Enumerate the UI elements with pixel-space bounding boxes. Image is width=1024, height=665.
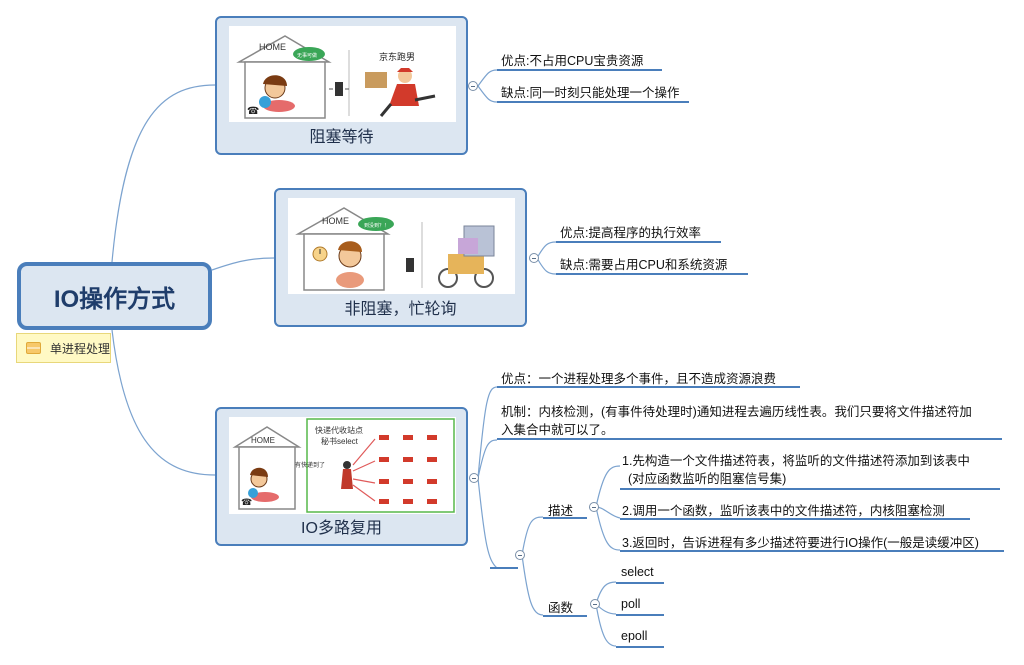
nonblocking-caption: 非阻塞，忙轮询 [276,295,525,319]
svg-text:☎: ☎ [241,497,252,507]
blocking-caption: 阻塞等待 [217,123,466,147]
courier-label: 京东跑男 [379,51,415,62]
describe-step-1-note[interactable]: (对应函数监听的阻塞信号集) [628,468,786,487]
nonblocking-illustration: HOME 到没到？！ [288,198,515,294]
leaf-underline [620,518,970,520]
root-note[interactable]: 单进程处理 [16,333,111,363]
nonblocking-pro[interactable]: 优点:提高程序的执行效率 [560,222,701,241]
home-label-2: HOME [322,216,349,226]
leaf-underline [616,582,664,584]
multiplexing-mechanism-line2[interactable]: 入集合中就可以了。 [501,419,614,438]
topic-io-multiplexing[interactable]: HOME ☎ 快递代收站点 秘书select 有快递到了 [215,407,468,546]
bubble-text: 无事可做 [297,52,317,59]
function-epoll[interactable]: epoll [621,629,647,643]
collapse-toggle-multiplexing[interactable] [469,473,479,483]
function-select[interactable]: select [621,565,654,579]
note-icon [26,342,41,354]
leaf-underline [497,69,662,71]
leaf-underline [556,241,721,243]
leaf-underline [490,567,518,569]
multiplexing-mechanism-line1[interactable]: 机制：内核检测，(有事件待处理时)通知进程去遍历线性表。我们只要将文件描述符加 [501,401,972,420]
multiplexing-illustration: HOME ☎ 快递代收站点 秘书select 有快递到了 [229,417,456,514]
multiplexing-caption: IO多路复用 [217,514,466,538]
root-topic[interactable]: IO操作方式 [17,262,212,330]
collapse-toggle-describe[interactable] [589,502,599,512]
arrived-label: 有快递到了 [295,461,325,469]
functions-label[interactable]: 函数 [548,597,573,616]
home-label-3: HOME [251,436,275,445]
collapse-toggle-blocking[interactable] [468,81,478,91]
topic-blocking[interactable]: HOME 无事可做 ☎ 京东跑男 阻塞等待 [215,16,468,155]
station-label: 快递代收站点 [315,425,363,435]
collapse-toggle-nonblocking[interactable] [529,253,539,263]
svg-text:☎: ☎ [247,106,259,117]
secretary-label: 秘书select [321,436,359,446]
blocking-illustration: HOME 无事可做 ☎ 京东跑男 [229,26,456,122]
multiplexing-pro[interactable]: 优点：一个进程处理多个事件，且不造成资源浪费 [501,368,776,387]
describe-step-3[interactable]: 3.返回时，告诉进程有多少描述符要进行IO操作(一般是读缓冲区) [622,532,979,551]
leaf-underline [620,488,1000,490]
bubble-text-2: 到没到？！ [364,222,389,229]
leaf-underline [543,615,587,617]
nonblocking-con[interactable]: 缺点:需要占用CPU和系统资源 [560,254,727,273]
leaf-underline [616,614,664,616]
blocking-con[interactable]: 缺点:同一时刻只能处理一个操作 [501,82,679,101]
leaf-underline [497,101,689,103]
topic-nonblocking[interactable]: HOME 到没到？！ 非阻塞，忙轮询 [274,188,527,327]
leaf-underline [616,646,664,648]
leaf-underline [620,550,1004,552]
blocking-pro[interactable]: 优点:不占用CPU宝贵资源 [501,50,643,69]
describe-step-1[interactable]: 1.先构造一个文件描述符表，将监听的文件描述符添加到该表中 [622,450,970,469]
function-poll[interactable]: poll [621,597,640,611]
collapse-toggle-functions[interactable] [590,599,600,609]
describe-step-2[interactable]: 2.调用一个函数，监听该表中的文件描述符，内核阻塞检测 [622,500,945,519]
leaf-underline [497,438,1002,440]
leaf-underline [543,517,587,519]
leaf-underline [556,273,748,275]
leaf-underline [497,386,800,388]
home-label: HOME [259,42,286,52]
collapse-toggle-details[interactable] [515,550,525,560]
note-label: 单进程处理 [50,340,110,357]
